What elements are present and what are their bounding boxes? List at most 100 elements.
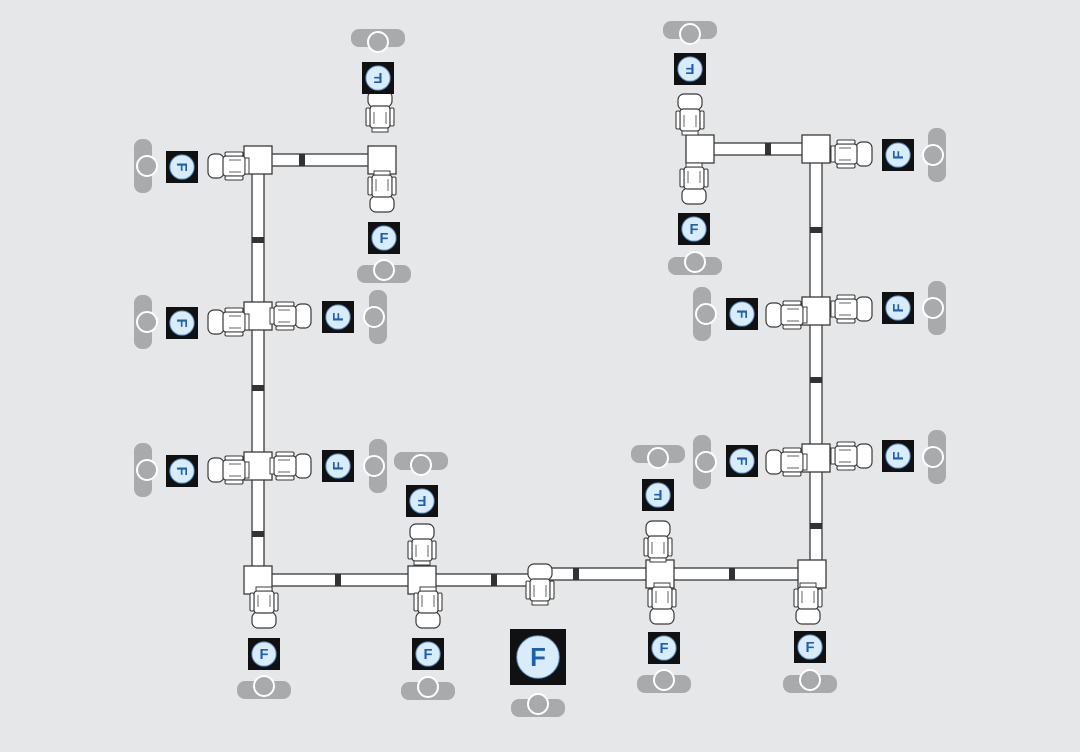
rail-connector bbox=[810, 523, 822, 529]
rail-connector bbox=[252, 531, 264, 537]
office-chair bbox=[365, 90, 395, 133]
chair-backrest bbox=[795, 607, 821, 625]
badge-letter: F bbox=[331, 313, 347, 322]
seated-person bbox=[357, 259, 411, 283]
office-chair bbox=[269, 451, 312, 481]
chair-armrest bbox=[249, 592, 255, 612]
chair-seat bbox=[780, 451, 804, 473]
chair-base bbox=[413, 560, 431, 566]
chair-armrest bbox=[836, 139, 856, 145]
badge-letter: F bbox=[173, 163, 189, 172]
badge-circle bbox=[415, 641, 441, 667]
chair-base bbox=[269, 307, 275, 325]
chair-armrest bbox=[699, 110, 705, 130]
badge-circle bbox=[325, 304, 351, 330]
office-chair bbox=[367, 170, 397, 213]
chair-armrest bbox=[671, 588, 677, 608]
seated-person bbox=[401, 676, 455, 700]
person-head bbox=[363, 306, 385, 328]
chair-seat bbox=[371, 174, 393, 198]
person-head bbox=[373, 259, 395, 281]
office-chair bbox=[269, 301, 312, 331]
office-chair bbox=[765, 447, 808, 477]
chair-armrest bbox=[224, 455, 244, 461]
seated-person bbox=[237, 675, 291, 699]
badge-letter: F bbox=[690, 222, 699, 238]
chair-seat bbox=[529, 578, 551, 602]
rail-connector bbox=[491, 574, 497, 586]
badge-letter: F bbox=[380, 231, 389, 247]
seated-person bbox=[134, 139, 158, 193]
chair-base bbox=[685, 162, 703, 168]
chair-backrest bbox=[645, 520, 671, 538]
person-head bbox=[799, 669, 821, 691]
chair-armrest bbox=[675, 110, 681, 130]
office-chair bbox=[675, 93, 705, 136]
chair-armrest bbox=[793, 588, 799, 608]
chair-seat bbox=[417, 590, 439, 614]
office-chair bbox=[249, 586, 279, 629]
badge-circle bbox=[729, 448, 755, 474]
chair-seat bbox=[683, 166, 705, 190]
seated-person bbox=[693, 287, 717, 341]
chair-backrest bbox=[294, 453, 312, 479]
function-badge: F bbox=[882, 292, 914, 324]
function-badge: F bbox=[674, 53, 706, 85]
office-chair bbox=[207, 455, 250, 485]
chair-armrest bbox=[224, 175, 244, 181]
person-head bbox=[647, 447, 669, 469]
chair-seat bbox=[834, 445, 858, 467]
chair-armrest bbox=[782, 324, 802, 330]
badge-letter: F bbox=[733, 310, 749, 319]
person-head bbox=[653, 669, 675, 691]
chair-seat bbox=[222, 155, 246, 177]
function-badge: F bbox=[726, 298, 758, 330]
badge-letter: F bbox=[891, 304, 907, 313]
badge-circle bbox=[885, 443, 911, 469]
chair-armrest bbox=[413, 592, 419, 612]
badge-letter: F bbox=[806, 640, 815, 656]
badge-letter: F bbox=[686, 60, 695, 76]
chair-armrest bbox=[643, 537, 649, 557]
chair-armrest bbox=[275, 475, 295, 481]
office-chair bbox=[679, 162, 709, 205]
rail-connector bbox=[810, 377, 822, 383]
chair-seat bbox=[273, 305, 297, 327]
chair-armrest bbox=[275, 325, 295, 331]
badge-circle bbox=[681, 216, 707, 242]
chair-base bbox=[255, 586, 273, 592]
chair-seat bbox=[679, 108, 701, 132]
chair-seat bbox=[780, 304, 804, 326]
office-chair bbox=[413, 586, 443, 629]
chair-armrest bbox=[437, 592, 443, 612]
person-head bbox=[922, 297, 944, 319]
badge-circle bbox=[169, 154, 195, 180]
chair-armrest bbox=[836, 318, 856, 324]
function-badge: F bbox=[362, 62, 394, 94]
badge-circle bbox=[885, 142, 911, 168]
chair-seat bbox=[834, 143, 858, 165]
chair-seat bbox=[411, 538, 433, 562]
chair-backrest bbox=[527, 563, 553, 581]
office-chair bbox=[793, 582, 823, 625]
badge-circle bbox=[371, 225, 397, 251]
badge-circle bbox=[677, 56, 703, 82]
chair-seat bbox=[369, 105, 391, 129]
badge-circle bbox=[651, 635, 677, 661]
chair-armrest bbox=[389, 107, 395, 127]
chair-armrest bbox=[391, 176, 397, 196]
table-rail bbox=[539, 567, 817, 581]
chair-seat bbox=[834, 298, 858, 320]
person-head bbox=[922, 446, 944, 468]
seated-person bbox=[631, 445, 685, 469]
chair-armrest bbox=[525, 580, 531, 600]
seated-person bbox=[511, 693, 565, 717]
chair-base bbox=[830, 300, 836, 318]
function-badge: F bbox=[166, 151, 198, 183]
office-chair bbox=[207, 151, 250, 181]
chair-armrest bbox=[667, 537, 673, 557]
rail-connector bbox=[252, 237, 264, 243]
badge-letter: F bbox=[424, 647, 433, 663]
